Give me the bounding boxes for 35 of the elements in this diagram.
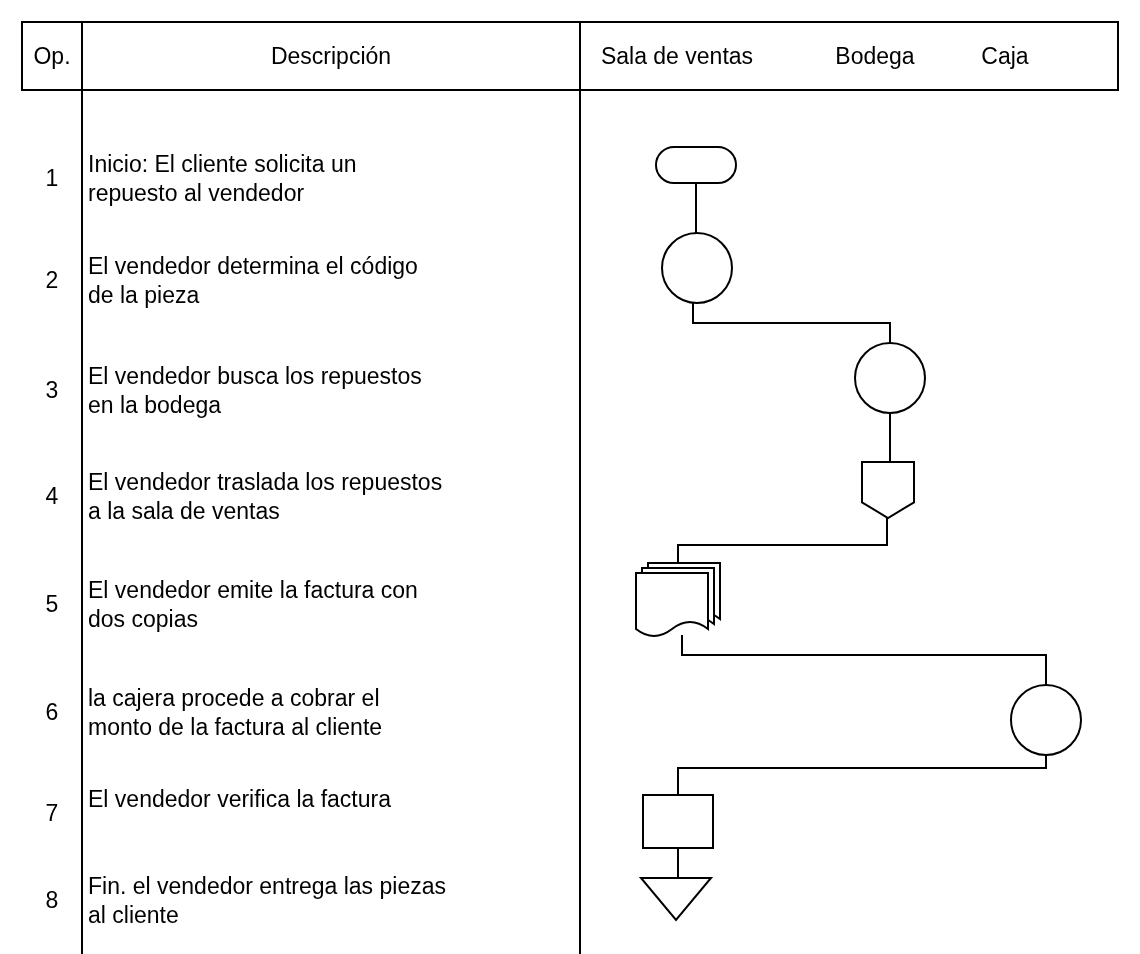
step-description: Inicio: El cliente solicita un repuesto al vendedor — [88, 150, 358, 208]
terminal-symbol — [656, 147, 736, 183]
step-description: El vendedor traslada los repuestos a la sala de ventas — [88, 468, 444, 526]
step-description: El vendedor emite la factura con dos copias — [88, 576, 419, 634]
column-header: Sala de ventas — [599, 42, 755, 71]
column-header: Descripción — [269, 42, 393, 71]
operation-circle — [662, 233, 732, 303]
step-number: 4 — [44, 482, 60, 511]
connector-line — [889, 412, 891, 463]
connector-line — [681, 634, 1047, 686]
step-description: Fin. el vendedor entrega las piezas al cliente — [88, 872, 447, 930]
step-number: 8 — [44, 886, 60, 915]
operation-circle — [855, 343, 925, 413]
operation-circle — [1011, 685, 1081, 755]
connector-line — [695, 182, 697, 234]
step-description: El vendedor verifica la factura — [88, 785, 392, 814]
inspection-square — [643, 795, 713, 848]
connector-line — [692, 302, 891, 344]
connector-line — [677, 847, 679, 879]
step-number: 1 — [44, 164, 60, 193]
connector-line — [677, 754, 1047, 796]
step-number: 5 — [44, 590, 60, 619]
storage-triangle — [641, 878, 711, 920]
step-number: 2 — [44, 266, 60, 295]
column-header: Bodega — [834, 42, 916, 71]
step-description: El vendedor determina el código de la pieza — [88, 252, 419, 310]
column-header: Caja — [980, 42, 1030, 71]
transport-symbol — [862, 462, 914, 518]
step-number: 7 — [44, 799, 60, 828]
step-description: la cajera procede a cobrar el monto de la factura al cliente — [88, 684, 384, 742]
column-header: Op. — [32, 42, 72, 71]
step-number: 3 — [44, 376, 60, 405]
step-number: 6 — [44, 698, 60, 727]
connector-line — [677, 517, 888, 564]
step-description: El vendedor busca los repuestos en la bodega — [88, 362, 423, 420]
